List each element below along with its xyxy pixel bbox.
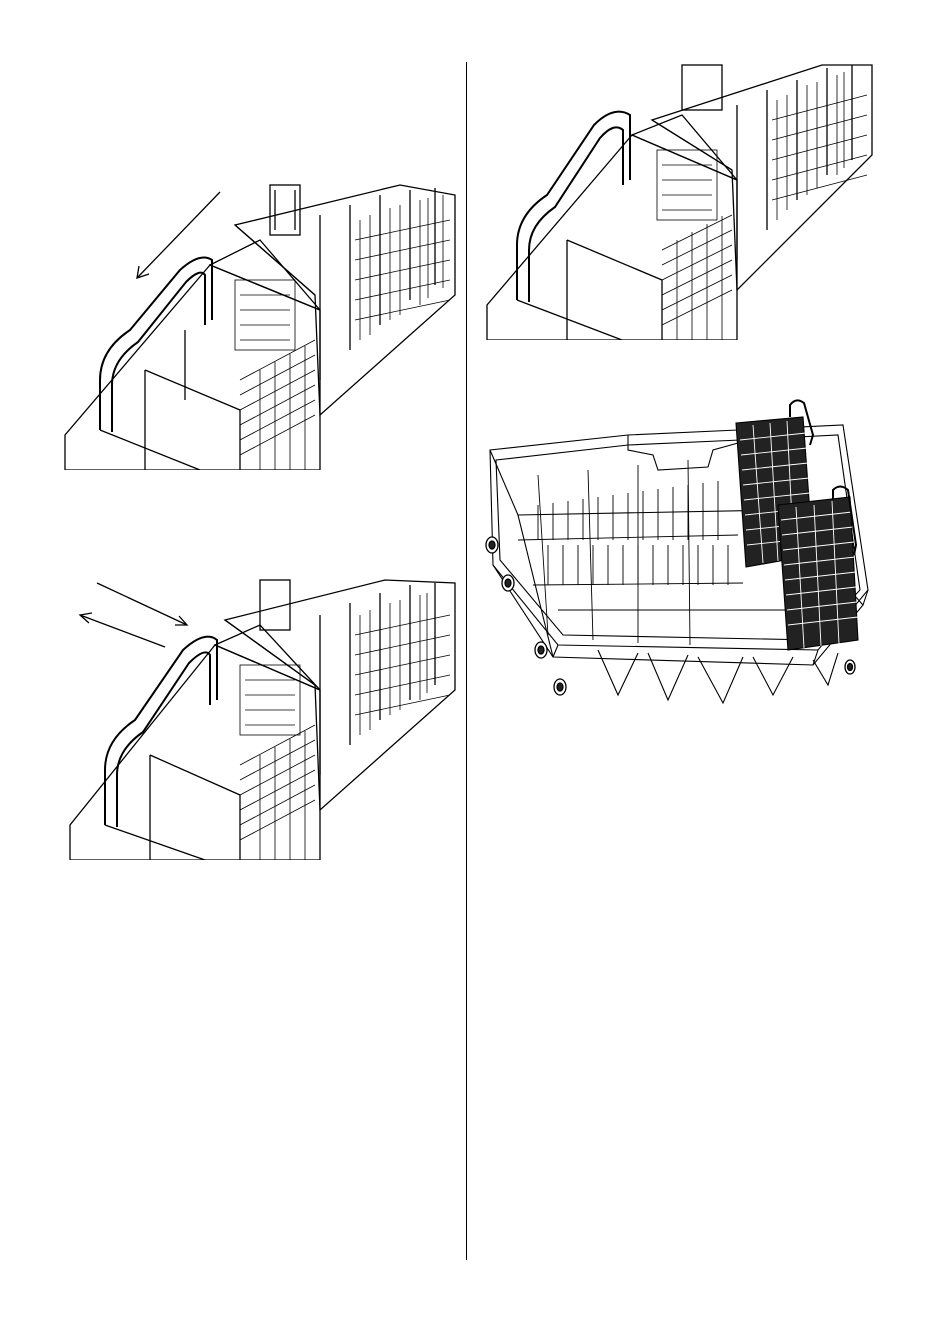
basket-handle [517, 112, 630, 302]
column-divider [466, 62, 467, 1260]
cutlery-basket-front [778, 487, 858, 651]
slide-right-arrow [97, 583, 187, 625]
basket-handle [105, 637, 217, 827]
basket-front-compartment [487, 115, 737, 340]
figure-basket-slide-both [65, 575, 460, 860]
figure-basket-slide-left [60, 180, 460, 470]
slide-left-arrow [137, 192, 220, 278]
figure-lower-rack [478, 395, 878, 715]
basket-front-compartment [70, 625, 320, 860]
basket-front-compartment [65, 240, 320, 470]
basket-rear-compartment [652, 65, 872, 290]
basket-handle [100, 258, 212, 432]
slide-left-arrow [80, 613, 165, 647]
figure-basket-closeup [482, 60, 877, 340]
